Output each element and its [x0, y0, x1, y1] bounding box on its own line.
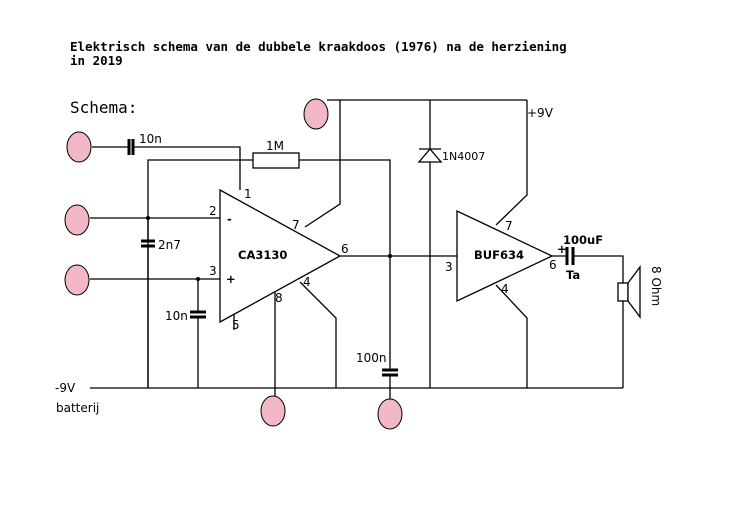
resistor-label: 1M: [266, 139, 284, 153]
page-title: Elektrisch schema van de dubbele kraakdo…: [70, 39, 567, 68]
pin-number: 3: [445, 260, 453, 274]
speaker: 8 Ohm: [617, 265, 663, 319]
touch-pad-input-3[interactable]: [64, 264, 90, 296]
pin-number: 5: [232, 318, 240, 332]
touch-pad-input-1[interactable]: [66, 131, 92, 163]
ic-label: BUF634: [474, 248, 524, 262]
wire-ic1-pin4: [299, 281, 337, 388]
capacitor-100uf: + 100uF Ta: [557, 233, 603, 282]
touch-pad-supply[interactable]: [303, 98, 329, 130]
junction-dot: [146, 216, 150, 220]
capacitor-polarity: +: [557, 242, 567, 256]
pin-number: 3: [209, 264, 217, 278]
wire-ic1-pin7: [304, 100, 341, 228]
touch-pad-input-2[interactable]: [64, 204, 90, 236]
pin-number: 1: [244, 187, 252, 201]
speaker-label: 8 Ohm: [649, 266, 663, 306]
capacitor-10n-input: 10n: [127, 132, 162, 155]
positive-supply-label: +9V: [527, 106, 554, 120]
battery-label: batterij: [56, 401, 99, 415]
pin-number: 7: [505, 219, 513, 233]
pin-number: 2: [209, 204, 217, 218]
opamp-ca3130: CA3130 1 2 3 4 5 6 7 8 - +: [209, 187, 349, 332]
capacitor-label: 2n7: [158, 238, 181, 252]
diode-label: 1N4007: [442, 150, 485, 163]
touch-pad-pin8[interactable]: [260, 395, 286, 427]
inverting-input-sign: -: [227, 212, 232, 226]
wire-ic2-pin4: [495, 284, 528, 388]
wire-ic2-out: [552, 255, 624, 283]
noninverting-input-sign: +: [226, 272, 236, 286]
junction-dot: [196, 277, 200, 281]
buffer-buf634: BUF634 3 4 6 7: [445, 209, 557, 303]
schema-heading: Schema:: [70, 98, 137, 117]
capacitor-type: Ta: [566, 268, 580, 282]
capacitor-label: 10n: [139, 132, 162, 146]
capacitor-100n: 100n: [356, 351, 398, 377]
pin-number: 8: [275, 291, 283, 305]
diode-1n4007: 1N4007: [417, 147, 485, 163]
touch-pad-100n[interactable]: [377, 398, 403, 430]
wire-ic2-pin7: [495, 100, 528, 226]
pin-number: 7: [292, 218, 300, 232]
capacitor-label: 10n: [165, 309, 188, 323]
wires: [90, 99, 624, 400]
pin-number: 6: [341, 242, 349, 256]
capacitor-2n7: 2n7: [141, 238, 181, 252]
pin-number: 4: [501, 282, 509, 296]
wire-input-top: [92, 146, 241, 190]
pin-number: 6: [549, 258, 557, 272]
junction-dot: [388, 254, 392, 258]
capacitor-label: 100uF: [563, 233, 603, 247]
capacitor-10n-lower: 10n: [165, 309, 206, 323]
pin-number: 4: [303, 275, 311, 289]
ic-label: CA3130: [238, 248, 287, 262]
resistor-1m: 1M: [252, 139, 300, 169]
negative-supply-label: -9V: [55, 381, 76, 395]
capacitor-label: 100n: [356, 351, 387, 365]
